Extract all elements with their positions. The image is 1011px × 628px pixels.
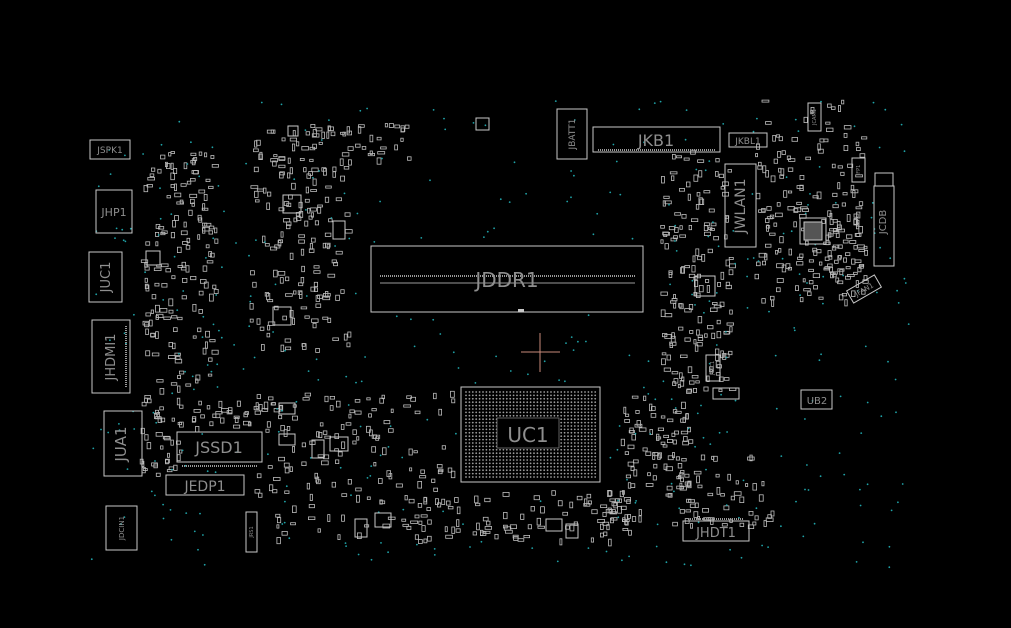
label-jcam1: JCAM1 xyxy=(812,109,818,126)
label-jkbl1: JKBL1 xyxy=(734,137,760,147)
label-uc1: UC1 xyxy=(507,423,548,447)
component-jkbl1[interactable]: JKBL1 xyxy=(728,132,768,148)
component-ub2[interactable]: UB2 xyxy=(800,389,833,410)
label-jspk1: JSPK1 xyxy=(96,146,122,156)
component-jddr1[interactable]: JDDR1 xyxy=(370,245,644,313)
component-uc1[interactable]: UC1 xyxy=(460,386,601,483)
component-jrtc1[interactable]: JRTC1 xyxy=(705,354,721,382)
component-jwlan1[interactable]: JWLAN1 xyxy=(724,163,757,248)
label-jrs1: JRS1 xyxy=(249,526,255,538)
label-jfp1: JFP1 xyxy=(856,165,862,177)
component-jedp1[interactable]: JEDP1 xyxy=(165,474,245,496)
component-jdcin1[interactable]: JDCIN1 xyxy=(105,505,138,551)
label-ub2: UB2 xyxy=(807,396,828,407)
label-jbatt1: JBATT1 xyxy=(568,119,578,151)
component-jhdt1[interactable]: JHDT1 xyxy=(682,518,750,542)
component-jcdb[interactable]: JCDB xyxy=(873,172,895,267)
component-jssd1[interactable]: JSSD1 xyxy=(176,431,263,467)
component-jfp1[interactable]: JFP1 xyxy=(851,157,866,183)
label-jddr1: JDDR1 xyxy=(473,268,538,292)
component-jua1[interactable]: JUA1 xyxy=(103,410,143,477)
label-jcdb: JCDB xyxy=(878,210,889,236)
label-jrtc1: JRTC1 xyxy=(710,361,716,376)
component-jbatt1[interactable]: JBATT1 xyxy=(556,108,588,160)
label-jssd1: JSSD1 xyxy=(194,438,243,457)
ic-outlines xyxy=(145,117,827,539)
label-jua1: JUA1 xyxy=(112,426,130,462)
via-layer xyxy=(90,100,910,569)
cursor-crosshair xyxy=(521,333,560,372)
label-jwlan1: JWLAN1 xyxy=(733,178,749,234)
component-jcam1[interactable]: JCAM1 xyxy=(807,102,822,132)
component-juc1[interactable]: JUC1 xyxy=(88,251,123,303)
component-jhdmi1[interactable]: JHDMI1 xyxy=(91,319,131,394)
component-jhp1[interactable]: JHP1 xyxy=(95,189,133,234)
label-jdcin1: JDCIN1 xyxy=(118,516,126,541)
label-juc1: JUC1 xyxy=(99,262,114,294)
component-jrs1[interactable]: JRS1 xyxy=(245,511,258,553)
label-jedp1: JEDP1 xyxy=(183,479,225,495)
small-components-layer xyxy=(139,99,869,547)
label-jhp1: JHP1 xyxy=(100,206,126,219)
label-jkb1: JKB1 xyxy=(637,131,674,150)
component-jkb1[interactable]: JKB1 xyxy=(592,126,721,153)
label-jhdmi1: JHDMI1 xyxy=(104,334,119,382)
label-jhdt1: JHDT1 xyxy=(695,526,736,541)
component-jspk1[interactable]: JSPK1 xyxy=(89,139,131,160)
